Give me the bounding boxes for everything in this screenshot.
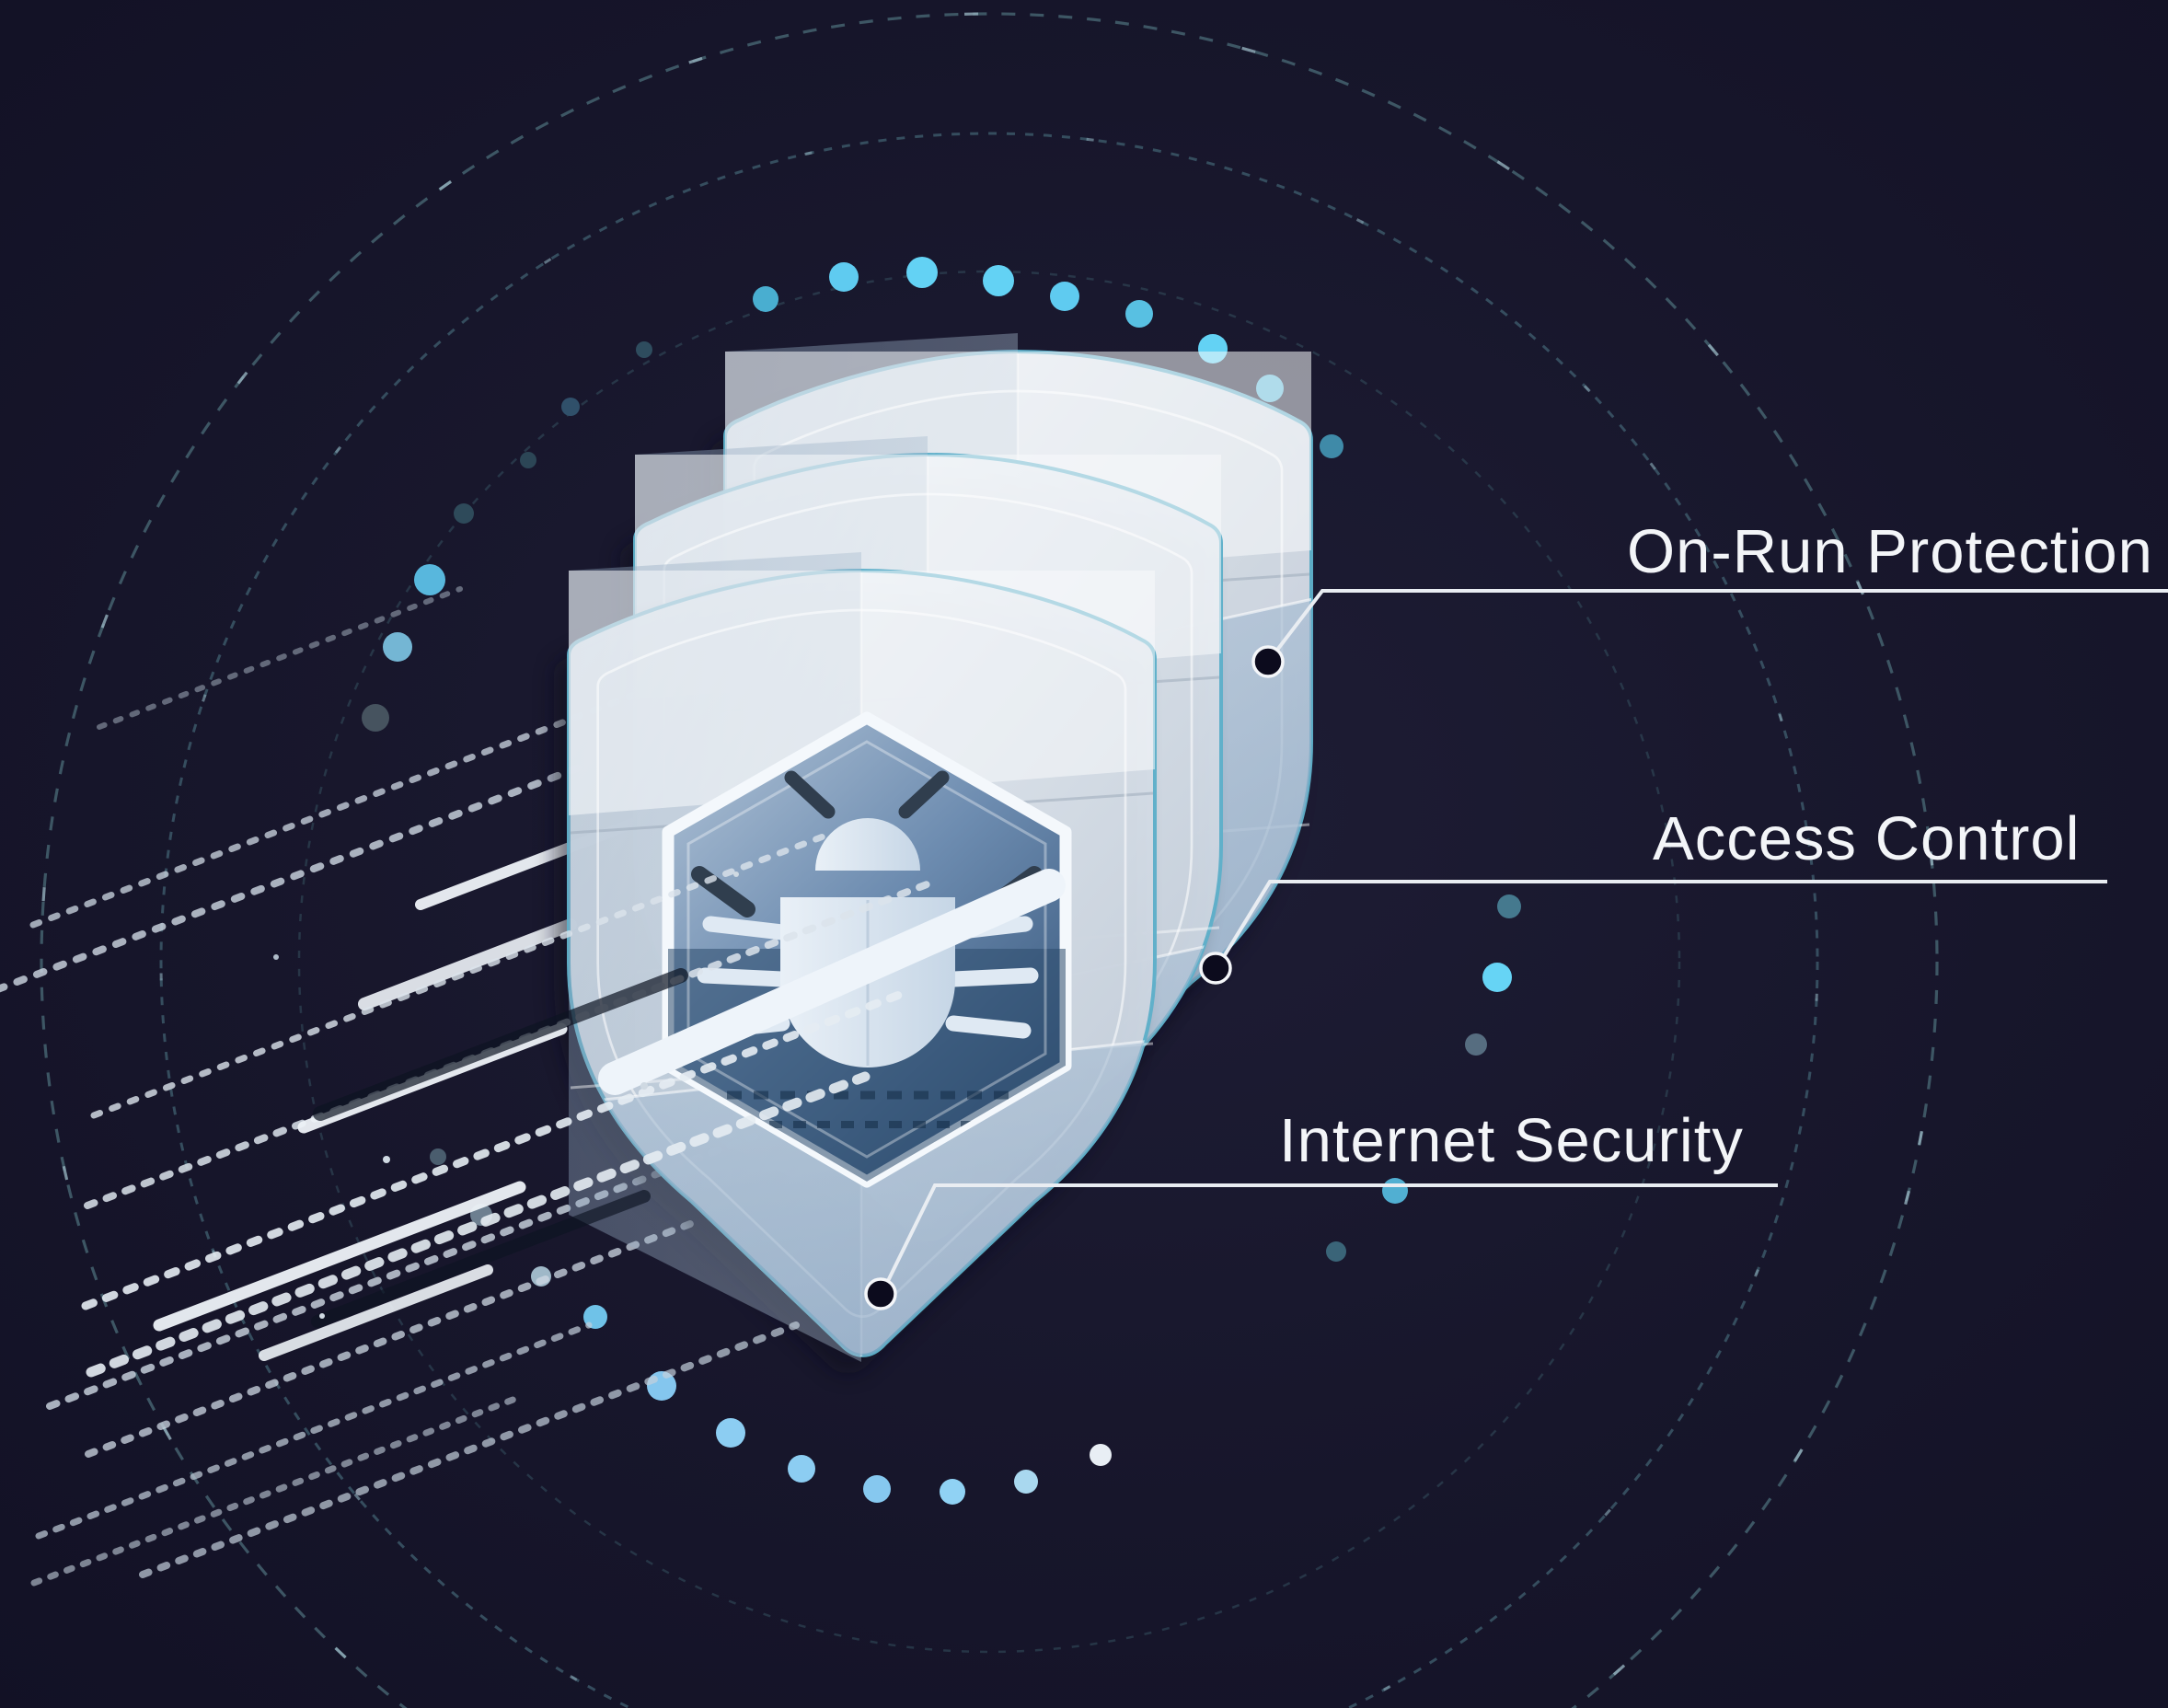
- callout-internet-security: Internet Security: [864, 1106, 1778, 1310]
- hexagon-badge-icon: [598, 711, 1072, 1188]
- callout-label-access-control: Access Control: [1653, 804, 2081, 873]
- callout-on-run-protection: On-Run Protection: [1251, 517, 2168, 678]
- callout-dot: [864, 1277, 897, 1310]
- speed-streaks-front: [81, 829, 933, 1578]
- callout-line: [1270, 589, 2168, 659]
- no-bug-slash-icon: [598, 869, 1066, 1095]
- callout-line: [1218, 880, 2107, 964]
- callout-dot: [1251, 645, 1285, 678]
- callout-line: [882, 1183, 1778, 1289]
- callout-label-on-run-protection: On-Run Protection: [1627, 517, 2153, 586]
- callout-dot: [1199, 952, 1232, 985]
- callout-label-internet-security: Internet Security: [1279, 1106, 1744, 1175]
- callout-access-control: Access Control: [1199, 804, 2107, 985]
